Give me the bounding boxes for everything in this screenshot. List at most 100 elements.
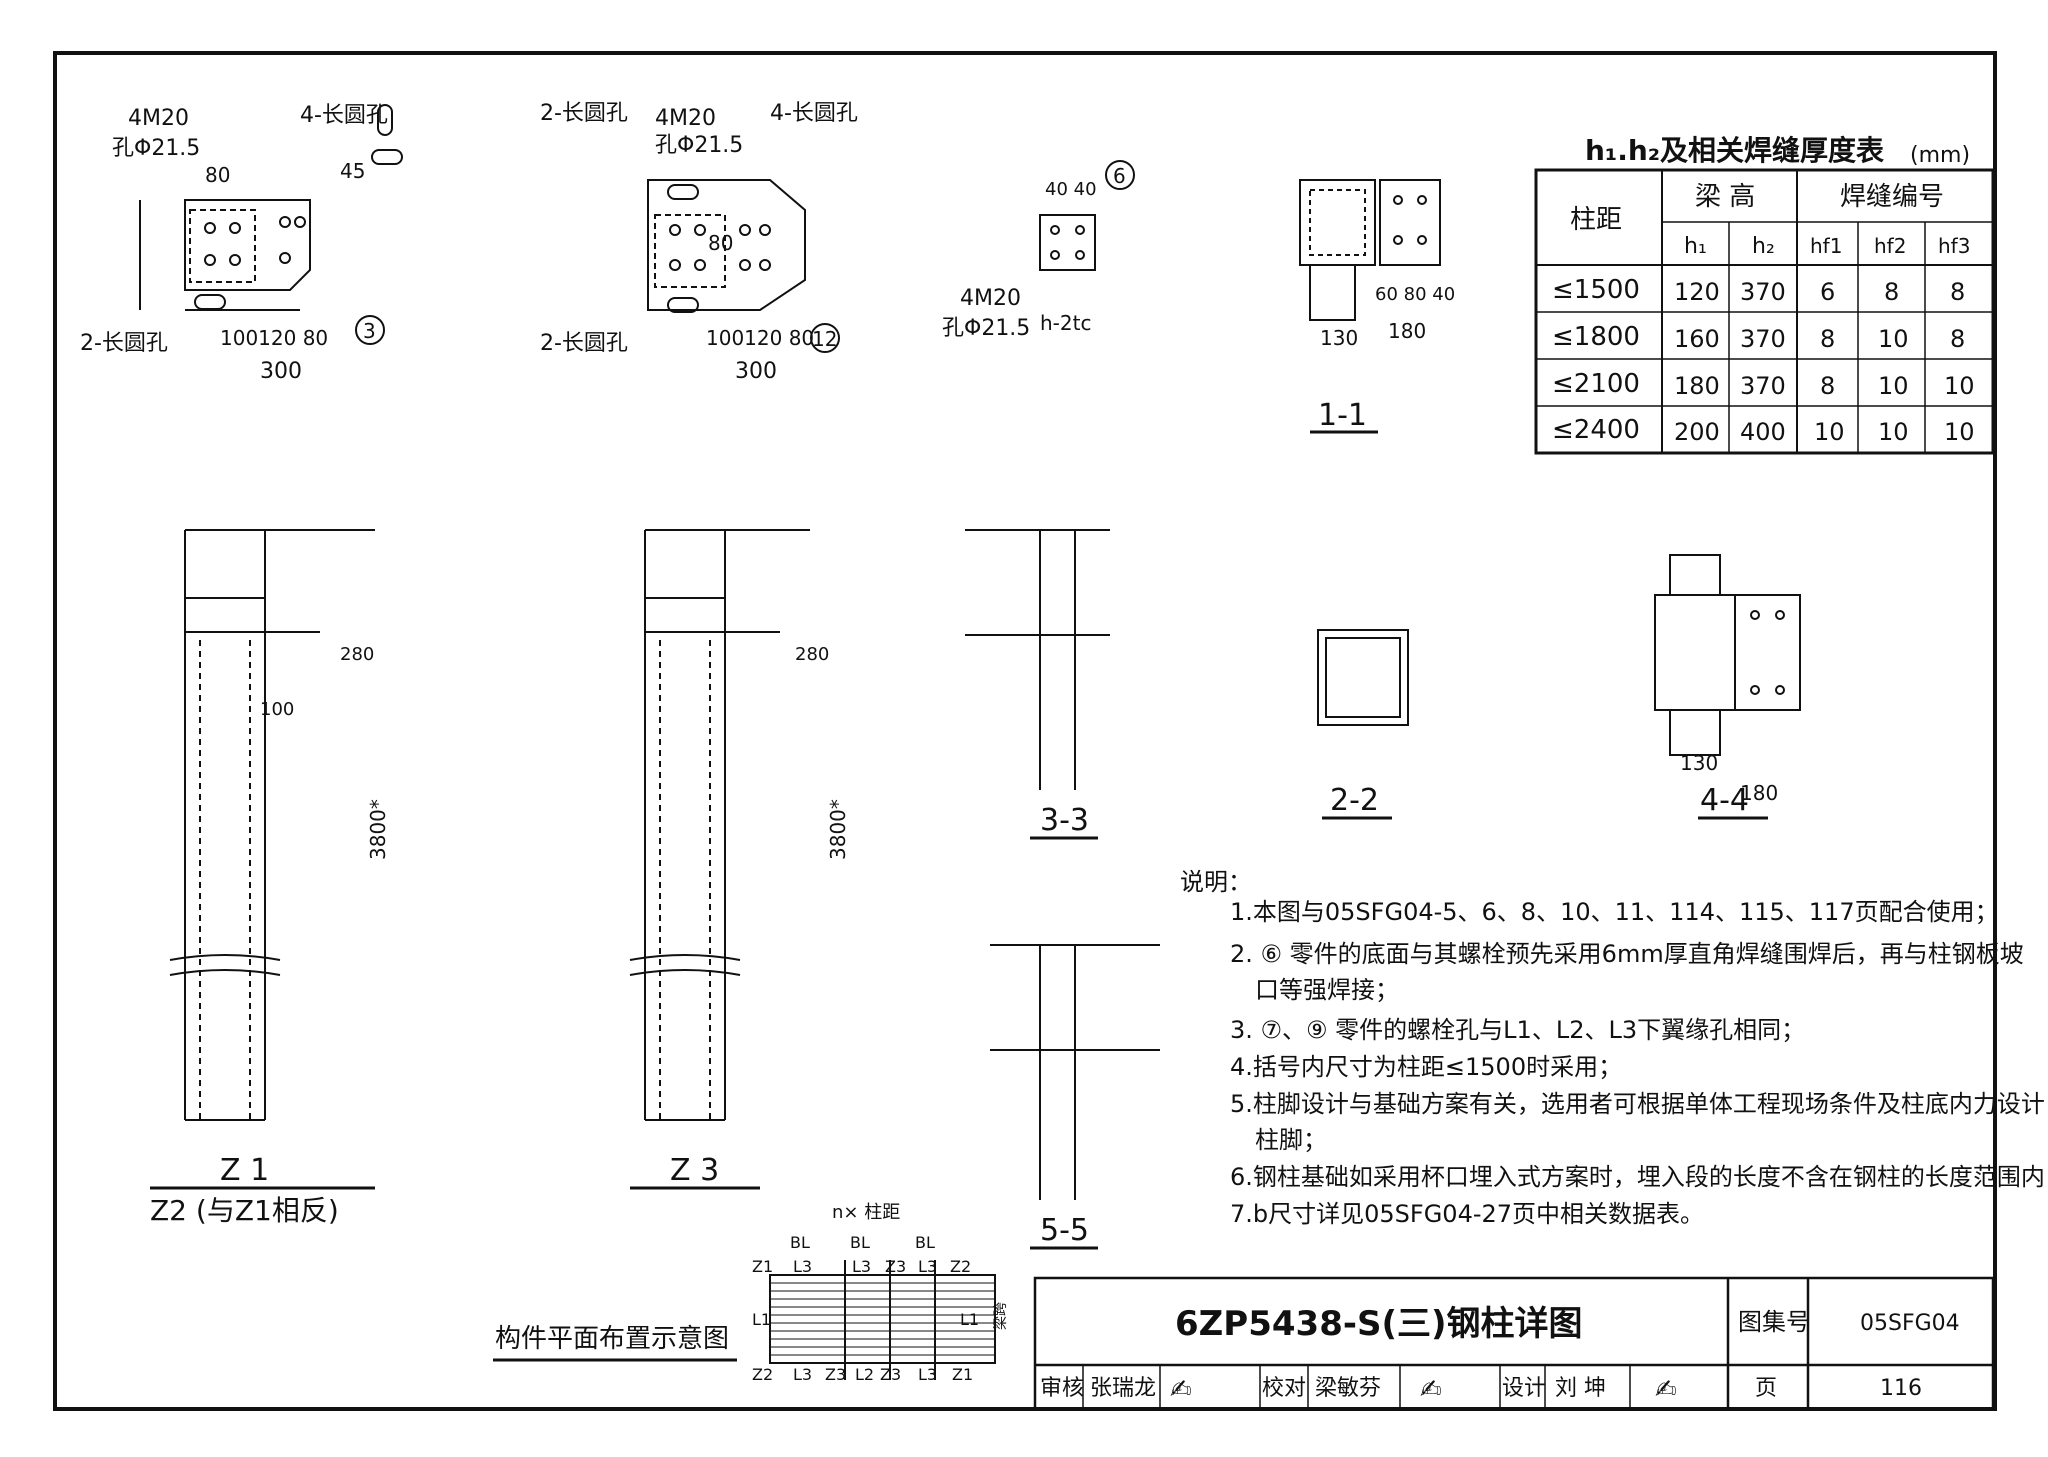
notes-heading: 说明： bbox=[1180, 868, 1252, 896]
svg-text:审核: 审核 bbox=[1040, 1376, 1084, 1401]
svg-text:L1: L1 bbox=[752, 1310, 771, 1329]
note-line: 5.柱脚设计与基础方案有关，选用者可根据单体工程现场条件及柱底内力设计 bbox=[1230, 1090, 2045, 1118]
svg-text:孔Φ21.5: 孔Φ21.5 bbox=[112, 136, 200, 161]
svg-text:Z2: Z2 bbox=[752, 1365, 773, 1384]
svg-text:L3: L3 bbox=[918, 1365, 937, 1384]
table-row: ≤2400 200 400 10 10 10 bbox=[1552, 415, 1975, 446]
svg-text:L1: L1 bbox=[960, 1310, 979, 1329]
section-2-2: 2-2 bbox=[1317, 629, 1409, 820]
drawing-title: 6ZP5438-S(三)钢柱详图 bbox=[1175, 1304, 1583, 1344]
svg-text:370: 370 bbox=[1740, 325, 1786, 353]
svg-text:10: 10 bbox=[1878, 418, 1909, 446]
svg-text:刘 坤: 刘 坤 bbox=[1555, 1376, 1606, 1401]
table-sub-hf3: hf3 bbox=[1938, 234, 1970, 258]
plan-layout-diagram: n× 柱距 Z1 BL L3 BL L3 Z3 BL L3 Z2 Z2 L3 Z… bbox=[493, 1202, 1009, 1384]
svg-text:n× 柱距: n× 柱距 bbox=[832, 1202, 900, 1223]
svg-text:130: 130 bbox=[1320, 326, 1358, 350]
section-title-1-1: 1-1 bbox=[1318, 398, 1367, 433]
note-line: 口等强焊接； bbox=[1255, 976, 1399, 1004]
svg-text:45: 45 bbox=[340, 159, 365, 183]
svg-text:80: 80 bbox=[708, 231, 733, 255]
svg-text:3800*: 3800* bbox=[366, 799, 390, 860]
svg-text:4M20: 4M20 bbox=[128, 106, 189, 131]
signature-checker: ✍ bbox=[1420, 1375, 1442, 1405]
svg-text:BL: BL bbox=[915, 1233, 935, 1252]
svg-text:2-长圆孔: 2-长圆孔 bbox=[540, 101, 628, 126]
plan-caption: 构件平面布置示意图 bbox=[495, 1324, 729, 1354]
table-sub-h1: h₁ bbox=[1684, 234, 1707, 259]
svg-text:6: 6 bbox=[1113, 164, 1126, 188]
svg-text:BL: BL bbox=[790, 1233, 810, 1252]
svg-text:200: 200 bbox=[1674, 418, 1720, 446]
plate-detail-z3: 2-长圆孔 4M20 孔Φ21.5 4-长圆孔 80 2-长圆孔 100120 … bbox=[540, 101, 858, 384]
svg-text:≤1800: ≤1800 bbox=[1552, 322, 1640, 352]
svg-text:400: 400 bbox=[1740, 418, 1786, 446]
table-row: ≤1500 120 370 6 8 8 bbox=[1552, 275, 1965, 306]
svg-text:120: 120 bbox=[1674, 278, 1720, 306]
table-sub-hf1: hf1 bbox=[1810, 234, 1842, 258]
svg-text:160: 160 bbox=[1674, 325, 1720, 353]
column-z1-elevation: 3800* 280 100 Z 1 Z2 (与Z1相反) bbox=[150, 529, 390, 1227]
svg-text:梁敏芬: 梁敏芬 bbox=[1315, 1376, 1381, 1401]
note-line: 6.钢柱基础如采用杯口埋入式方案时，埋入段的长度不含在钢柱的长度范围内； bbox=[1230, 1163, 2048, 1191]
svg-text:8: 8 bbox=[1820, 325, 1835, 353]
table-row: ≤1800 160 370 8 10 8 bbox=[1552, 322, 1965, 353]
notes: 说明： 1.本图与05SFG04-5、6、8、10、11、114、115、117… bbox=[1180, 868, 2048, 1228]
view-title-z3: Z 3 bbox=[670, 1153, 719, 1188]
svg-text:180: 180 bbox=[1388, 319, 1426, 343]
svg-text:100120 80: 100120 80 bbox=[706, 326, 814, 350]
svg-text:280: 280 bbox=[340, 644, 374, 665]
svg-text:≤2400: ≤2400 bbox=[1552, 415, 1640, 445]
svg-text:L2: L2 bbox=[855, 1365, 874, 1384]
svg-text:Z1: Z1 bbox=[952, 1365, 973, 1384]
svg-text:Z3: Z3 bbox=[880, 1365, 901, 1384]
note-line: 7.b尺寸详见05SFG04-27页中相关数据表。 bbox=[1230, 1200, 1704, 1228]
svg-text:Z2: Z2 bbox=[950, 1257, 971, 1276]
section-3-3: 3-3 bbox=[965, 529, 1110, 840]
svg-text:8: 8 bbox=[1950, 325, 1965, 353]
section-title-5-5: 5-5 bbox=[1040, 1213, 1089, 1248]
view-subtitle-z2: Z2 (与Z1相反) bbox=[150, 1194, 339, 1227]
svg-text:L3: L3 bbox=[793, 1365, 812, 1384]
table-sub-h2: h₂ bbox=[1752, 234, 1775, 259]
svg-text:10: 10 bbox=[1944, 418, 1975, 446]
svg-text:100120 80: 100120 80 bbox=[220, 326, 328, 350]
svg-text:3800*: 3800* bbox=[826, 799, 850, 860]
svg-text:校对: 校对 bbox=[1262, 1376, 1306, 1401]
svg-text:Z3: Z3 bbox=[825, 1365, 846, 1384]
svg-text:180: 180 bbox=[1740, 781, 1778, 805]
section-title-4-4: 4-4 bbox=[1700, 783, 1749, 818]
note-line: 1.本图与05SFG04-5、6、8、10、11、114、115、117页配合使… bbox=[1230, 898, 1999, 926]
svg-text:280: 280 bbox=[795, 644, 829, 665]
weld-thickness-table: h₁.h₂及相关焊缝厚度表 (mm) 柱距 梁 高 焊缝编号 h₁ h₂ hf1… bbox=[1534, 134, 1995, 455]
svg-text:4M20: 4M20 bbox=[655, 106, 716, 131]
svg-text:L3: L3 bbox=[852, 1257, 871, 1276]
svg-text:孔Φ21.5: 孔Φ21.5 bbox=[655, 133, 743, 158]
svg-text:L3: L3 bbox=[918, 1257, 937, 1276]
section-1-1: 130 60 80 40 180 1-1 bbox=[1299, 179, 1455, 434]
svg-text:BL: BL bbox=[850, 1233, 870, 1252]
page-number: 116 bbox=[1880, 1376, 1922, 1401]
svg-text:≤2100: ≤2100 bbox=[1552, 369, 1640, 399]
svg-text:Z1: Z1 bbox=[752, 1257, 773, 1276]
svg-text:梁跨: 梁跨 bbox=[993, 1302, 1009, 1330]
svg-text:10: 10 bbox=[1814, 418, 1845, 446]
svg-text:4M20: 4M20 bbox=[960, 286, 1021, 311]
svg-text:300: 300 bbox=[260, 359, 302, 384]
svg-text:6: 6 bbox=[1820, 278, 1835, 306]
svg-text:80: 80 bbox=[205, 163, 230, 187]
atlas-number: 05SFG04 bbox=[1860, 1311, 1960, 1336]
section-4-4: 130 180 4-4 bbox=[1654, 554, 1801, 820]
svg-text:370: 370 bbox=[1740, 278, 1786, 306]
svg-text:4-长圆孔: 4-长圆孔 bbox=[300, 103, 388, 128]
svg-text:张瑞龙: 张瑞龙 bbox=[1090, 1376, 1156, 1401]
note-line: 柱脚； bbox=[1255, 1126, 1327, 1154]
title-block: 6ZP5438-S(三)钢柱详图 图集号 05SFG04 审核 张瑞龙 ✍ 校对… bbox=[1033, 1276, 1995, 1411]
svg-text:180: 180 bbox=[1674, 372, 1720, 400]
svg-text:40 40: 40 40 bbox=[1045, 179, 1097, 200]
plate-detail-z1: 4M20 孔Φ21.5 4-长圆孔 45 80 2-长圆孔 100120 80 … bbox=[80, 103, 403, 384]
table-header-weld: 焊缝编号 bbox=[1840, 182, 1944, 212]
svg-text:页: 页 bbox=[1755, 1376, 1777, 1401]
svg-text:130: 130 bbox=[1680, 751, 1718, 775]
svg-text:L3: L3 bbox=[793, 1257, 812, 1276]
